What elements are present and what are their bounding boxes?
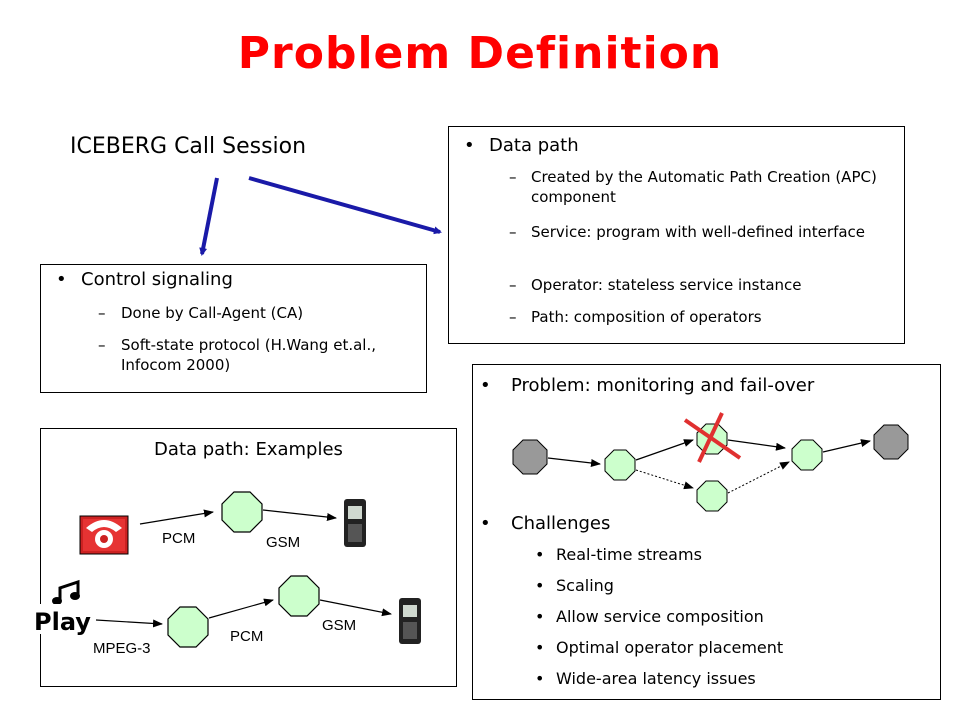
link-label-mpeg3: MPEG-3 xyxy=(93,640,151,657)
bullet-dot: • xyxy=(464,135,475,156)
edge xyxy=(319,599,392,617)
challenge-item: Wide-area latency issues xyxy=(556,669,756,688)
page-title: Problem Definition xyxy=(237,28,723,79)
operator-octagon xyxy=(221,491,263,533)
arrow-to-datapath xyxy=(248,176,442,235)
backup-operator xyxy=(696,480,728,512)
examples-box: Data path: Examples xyxy=(40,428,457,687)
edge xyxy=(727,439,786,451)
dash-marker: – xyxy=(509,168,517,186)
link-label-gsm: GSM xyxy=(266,534,301,551)
challenges-heading: Challenges xyxy=(511,513,611,534)
dash-marker: – xyxy=(509,308,517,326)
data-path-item: Service: program with well-defined inter… xyxy=(531,223,866,241)
control-item: Soft-state protocol (H.Wang et.al., Info… xyxy=(121,336,376,374)
bullet-dot: • xyxy=(56,269,67,290)
operator-octagon xyxy=(791,439,823,471)
music-note-icon xyxy=(52,579,80,605)
bullet-dot: • xyxy=(535,669,545,688)
data-path-item: Path: composition of operators xyxy=(531,308,762,326)
edge xyxy=(139,509,214,525)
data-path-item: Operator: stateless service instance xyxy=(531,276,802,294)
problem-box: • Problem: monitoring and fail-over • Ch… xyxy=(472,364,941,700)
dash-marker: – xyxy=(509,276,517,294)
link-label-gsm: GSM xyxy=(322,617,357,634)
edge xyxy=(208,598,274,619)
challenge-item: Scaling xyxy=(556,576,614,595)
challenge-item: Optimal operator placement xyxy=(556,638,784,657)
dash-marker: – xyxy=(509,223,517,241)
backup-edge xyxy=(727,461,790,494)
cellphone-icon xyxy=(344,499,366,547)
dash-marker: – xyxy=(98,336,106,354)
bullet-dot: • xyxy=(535,576,545,595)
play-label: Play xyxy=(32,604,91,636)
control-heading: Control signaling xyxy=(81,269,233,290)
iceberg-call-session-label: ICEBERG Call Session xyxy=(70,134,307,159)
play-text: Play xyxy=(34,608,91,636)
bullet-dot: • xyxy=(535,638,545,657)
control-item: Done by Call-Agent (CA) xyxy=(121,304,304,322)
edge xyxy=(95,619,163,628)
bullet-dot: • xyxy=(535,545,545,564)
dash-marker: – xyxy=(98,304,106,322)
problem-heading: Problem: monitoring and fail-over xyxy=(511,375,815,396)
cellphone-icon xyxy=(399,598,421,644)
link-label-pcm: PCM xyxy=(162,530,196,547)
operator-octagon xyxy=(604,449,636,481)
data-path-heading: Data path xyxy=(489,135,579,156)
bullet-dot: • xyxy=(535,607,545,626)
source-node xyxy=(512,439,548,475)
edge xyxy=(822,439,871,453)
edge xyxy=(635,439,694,461)
backup-edge xyxy=(635,469,694,490)
telephone-icon xyxy=(79,515,129,555)
challenge-item: Real-time streams xyxy=(556,545,702,564)
challenge-item: Allow service composition xyxy=(556,607,764,626)
sink-node xyxy=(873,424,909,460)
arrow-to-control xyxy=(199,177,219,256)
edge xyxy=(262,509,337,521)
link-label-pcm: PCM xyxy=(230,628,264,645)
bullet-dot: • xyxy=(480,375,491,396)
data-path-item: Created by the Automatic Path Creation (… xyxy=(531,168,877,206)
operator-octagon xyxy=(278,575,320,617)
control-signaling-box: • Control signaling – Done by Call-Agent… xyxy=(40,264,427,393)
examples-heading: Data path: Examples xyxy=(154,439,343,460)
data-path-box: • Data path – Created by the Automatic P… xyxy=(448,126,905,344)
edge xyxy=(547,457,601,467)
failed-operator-cross xyxy=(683,412,742,463)
bullet-dot: • xyxy=(480,513,491,534)
operator-octagon xyxy=(167,606,209,648)
